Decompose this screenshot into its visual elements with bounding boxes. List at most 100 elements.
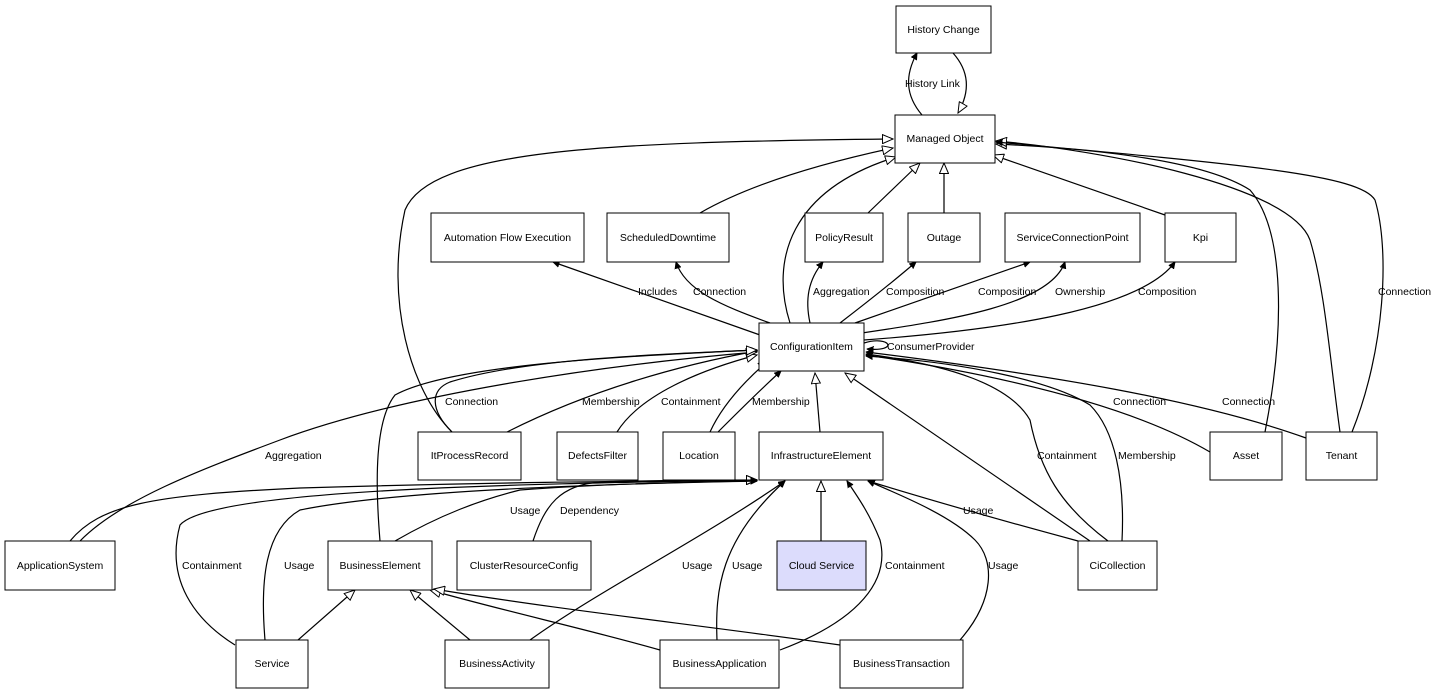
label-membership-loc: Membership bbox=[752, 396, 810, 408]
edge-composition-kpi bbox=[863, 262, 1175, 341]
label-usage-btrans: Usage bbox=[988, 560, 1019, 572]
edge-membership-itpr bbox=[506, 351, 757, 433]
node-kpi[interactable]: Kpi bbox=[1164, 212, 1237, 263]
node-tenant[interactable]: Tenant bbox=[1305, 431, 1378, 481]
node-location[interactable]: Location bbox=[662, 431, 736, 481]
label-membership-cicoll: Membership bbox=[1118, 450, 1176, 462]
label-aggregation-as: Aggregation bbox=[265, 450, 322, 462]
edges bbox=[69, 52, 1384, 651]
node-configuration-item[interactable]: ConfigurationItem bbox=[758, 322, 865, 372]
edge-businesselement-inherit-ci bbox=[376, 350, 757, 542]
label-composition-kpi: Composition bbox=[1138, 286, 1197, 298]
node-label: ConfigurationItem bbox=[770, 341, 853, 353]
node-service[interactable]: Service bbox=[235, 639, 309, 689]
label-containment-bapp: Containment bbox=[885, 560, 945, 572]
edge-includes bbox=[553, 262, 761, 336]
node-label: ScheduledDowntime bbox=[620, 232, 716, 244]
edge-labels: History Link Includes Connection Aggrega… bbox=[182, 78, 1431, 572]
node-label: Location bbox=[679, 450, 719, 462]
edge-usage-businesstransaction bbox=[868, 481, 990, 641]
edge-membership-loc bbox=[717, 371, 781, 433]
node-managed-object[interactable]: Managed Object bbox=[894, 114, 996, 164]
edge-kpi-inherit-mo bbox=[993, 155, 1166, 216]
label-connection-tenant: Connection bbox=[1222, 396, 1275, 408]
edge-connection-scheduleddowntime bbox=[676, 262, 771, 324]
edge-membership-cicollection bbox=[866, 356, 1124, 542]
node-scheduled-downtime[interactable]: ScheduledDowntime bbox=[606, 212, 730, 263]
node-ci-collection[interactable]: CiCollection bbox=[1077, 540, 1158, 591]
edge-consumer-provider bbox=[863, 340, 889, 350]
node-label: PolicyResult bbox=[815, 232, 873, 244]
edge-composition-outage bbox=[839, 262, 916, 324]
node-application-system[interactable]: ApplicationSystem bbox=[4, 540, 116, 591]
node-label: DefectsFilter bbox=[568, 450, 627, 462]
node-history-change[interactable]: History Change bbox=[895, 5, 992, 54]
label-aggregation-pr: Aggregation bbox=[813, 286, 870, 298]
node-label: BusinessElement bbox=[339, 560, 420, 572]
edge-usage-service bbox=[262, 481, 757, 641]
node-automation-flow-execution[interactable]: Automation Flow Execution bbox=[430, 212, 585, 263]
node-label: Kpi bbox=[1193, 232, 1208, 244]
edge-history-link bbox=[907, 53, 923, 116]
node-label: History Change bbox=[907, 24, 980, 36]
node-policy-result[interactable]: PolicyResult bbox=[804, 212, 884, 263]
node-asset[interactable]: Asset bbox=[1209, 431, 1283, 481]
label-composition-scp: Composition bbox=[978, 286, 1037, 298]
edge-tenant-connection-mo bbox=[996, 142, 1384, 433]
label-membership-itpr: Membership bbox=[582, 396, 640, 408]
node-business-transaction[interactable]: BusinessTransaction bbox=[839, 639, 964, 689]
node-business-element[interactable]: BusinessElement bbox=[327, 540, 433, 591]
node-infrastructure-element[interactable]: InfrastructureElement bbox=[758, 431, 884, 481]
edge-containment-cicollection bbox=[866, 354, 1109, 542]
node-label: ItProcessRecord bbox=[431, 450, 509, 462]
node-label: Tenant bbox=[1326, 450, 1358, 462]
node-label: BusinessActivity bbox=[459, 658, 536, 670]
label-containment-service: Containment bbox=[182, 560, 242, 572]
node-label: BusinessApplication bbox=[673, 658, 767, 670]
label-connection-itpr: Connection bbox=[445, 396, 498, 408]
label-usage-cicoll: Usage bbox=[963, 505, 994, 517]
node-it-process-record[interactable]: ItProcessRecord bbox=[417, 431, 522, 481]
edge-containment-df bbox=[616, 355, 757, 433]
edge-usage-businessactivity bbox=[529, 481, 785, 641]
node-label: Automation Flow Execution bbox=[444, 232, 571, 244]
edge-infra-inherit-ci bbox=[815, 373, 820, 433]
edge-containment-service bbox=[175, 480, 757, 646]
node-label: InfrastructureElement bbox=[771, 450, 871, 462]
edge-history-change-inherit bbox=[952, 52, 966, 113]
node-label: CiCollection bbox=[1089, 560, 1145, 572]
node-business-activity[interactable]: BusinessActivity bbox=[444, 639, 550, 689]
node-service-connection-point[interactable]: ServiceConnectionPoint bbox=[1004, 212, 1141, 263]
node-cloud-service[interactable]: Cloud Service bbox=[776, 540, 867, 591]
edge-containment-businessapplication bbox=[779, 481, 883, 651]
edge-policyresult-inherit-mo bbox=[867, 163, 920, 214]
node-label: BusinessTransaction bbox=[853, 658, 950, 670]
label-usage-bapp: Usage bbox=[732, 560, 763, 572]
label-containment-df: Containment bbox=[661, 396, 721, 408]
node-outage[interactable]: Outage bbox=[907, 212, 981, 263]
edge-usage-cicollection bbox=[868, 481, 1079, 542]
label-history-link: History Link bbox=[905, 78, 961, 90]
label-connection-tenant-mo: Connection bbox=[1378, 286, 1431, 298]
node-label: ApplicationSystem bbox=[17, 560, 104, 572]
edge-itprocessrecord-inherit-mo bbox=[397, 139, 893, 433]
label-ownership: Ownership bbox=[1055, 286, 1105, 298]
edge-ownership bbox=[861, 262, 1065, 334]
edge-businessactivity-inherit-be bbox=[410, 590, 471, 641]
edge-configurationitem-inherit-mo bbox=[782, 157, 896, 324]
edge-tenant-conn-ci bbox=[866, 352, 1307, 439]
label-composition-outage: Composition bbox=[886, 286, 945, 298]
edge-service-inherit-be bbox=[297, 590, 355, 641]
nodes: History Change Managed Object Automation… bbox=[4, 5, 1378, 689]
edge-itprocessrecord-conn-ci bbox=[434, 350, 757, 433]
edge-aggregation-policyresult bbox=[807, 262, 823, 324]
node-business-application[interactable]: BusinessApplication bbox=[659, 639, 780, 689]
label-containment-cicoll: Containment bbox=[1037, 450, 1097, 462]
label-connection-sd: Connection bbox=[693, 286, 746, 298]
node-cluster-resource-config[interactable]: ClusterResourceConfig bbox=[456, 540, 592, 591]
edge-scheduleddowntime-inherit-mo bbox=[699, 148, 893, 214]
node-defects-filter[interactable]: DefectsFilter bbox=[556, 431, 639, 481]
label-consumer-provider: ConsumerProvider bbox=[887, 341, 975, 353]
edge-aggregation-applicationsystem bbox=[79, 352, 757, 542]
node-label: ServiceConnectionPoint bbox=[1016, 232, 1128, 244]
